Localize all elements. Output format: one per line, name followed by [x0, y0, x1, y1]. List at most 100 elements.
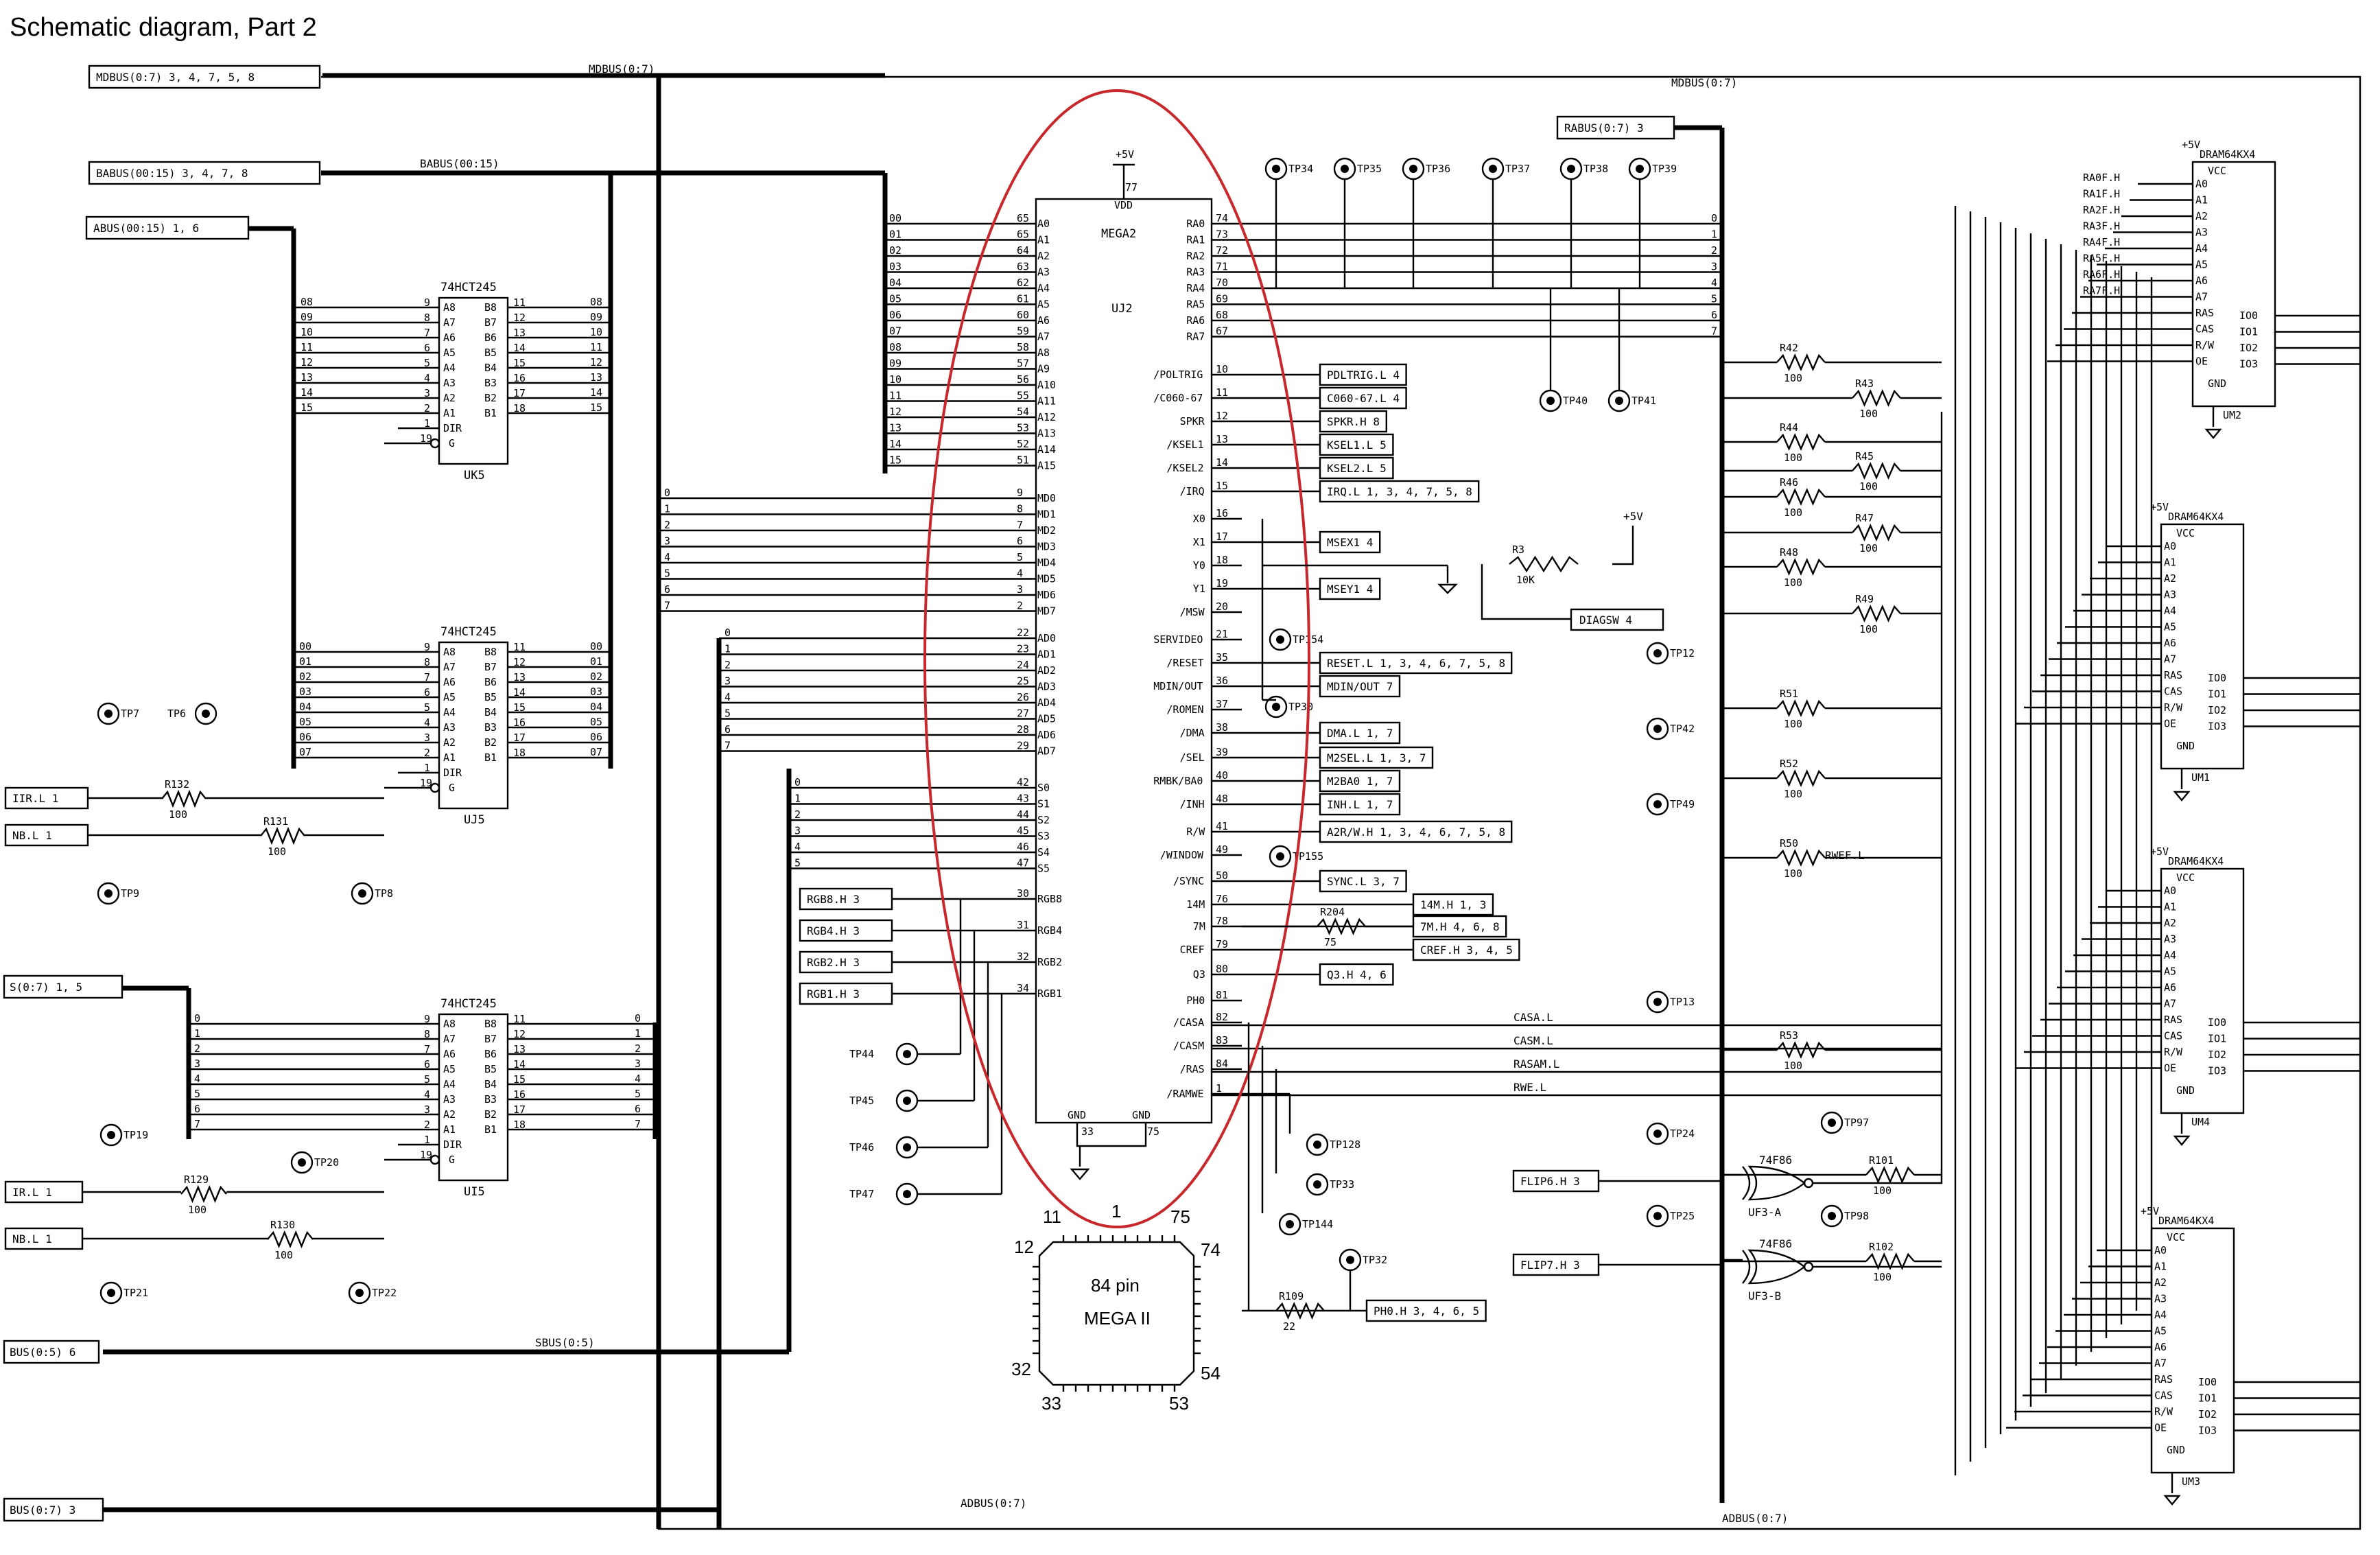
- svg-text:R46: R46: [1780, 476, 1798, 489]
- svg-text:28: 28: [1017, 723, 1029, 736]
- net-label: 10: [301, 326, 313, 338]
- svg-text:46: 46: [1017, 841, 1029, 853]
- svg-text:RA0F.H: RA0F.H: [2083, 172, 2120, 184]
- svg-text:IO0: IO0: [2239, 309, 2258, 322]
- svg-text:82: 82: [1216, 1011, 1228, 1023]
- svg-text:R102: R102: [1869, 1241, 1894, 1253]
- mega-pin-A7: A7: [1037, 331, 1050, 343]
- net-label: 04: [299, 701, 311, 713]
- svg-text:100: 100: [1784, 1060, 1802, 1072]
- svg-text:VCC: VCC: [2176, 872, 2195, 884]
- bus-port-rabus: RABUS(0:7) 3: [1556, 115, 1675, 140]
- svg-text:69: 69: [1216, 293, 1228, 305]
- svg-text:A0: A0: [2164, 885, 2176, 897]
- mega2-ref: UJ2: [1111, 302, 1133, 316]
- svg-text:18: 18: [513, 747, 526, 759]
- tp-144: TP144: [1278, 1213, 1333, 1236]
- mega-pin-ra3: RA3: [1186, 266, 1205, 279]
- svg-text:R48: R48: [1780, 546, 1798, 559]
- buffer-ref: UJ5: [464, 813, 485, 827]
- mega-pin-ra0: RA0: [1186, 218, 1205, 230]
- buffer-type: 74HCT245: [440, 997, 497, 1011]
- svg-text:4: 4: [1017, 568, 1023, 580]
- svg-text:01: 01: [889, 229, 902, 241]
- signal-5: IRQ.L 1, 3, 4, 7, 5, 8: [1242, 480, 1480, 503]
- svg-text:12: 12: [889, 406, 902, 418]
- svg-text:B3: B3: [484, 1093, 497, 1106]
- mega2-gnd-1: GND: [1068, 1109, 1086, 1121]
- svg-text:45: 45: [1017, 825, 1029, 837]
- signal-2: SPKR.H 8: [1242, 410, 1388, 433]
- net-label: 06: [299, 731, 311, 743]
- svg-text:RA7F.H: RA7F.H: [2083, 285, 2120, 297]
- svg-text:20: 20: [1216, 600, 1228, 613]
- svg-text:TP41: TP41: [1631, 395, 1656, 407]
- svg-text:A6: A6: [2154, 1341, 2167, 1353]
- svg-text:B4: B4: [484, 362, 497, 374]
- net-label: 00: [590, 640, 602, 653]
- svg-text:TP6: TP6: [167, 708, 186, 720]
- svg-text:56: 56: [1017, 373, 1029, 386]
- svg-text:A4: A4: [443, 706, 456, 718]
- svg-text:R47: R47: [1855, 512, 1874, 524]
- svg-text:100: 100: [1784, 506, 1802, 519]
- mega-pin-spkr: SPKR: [1180, 415, 1205, 428]
- net-label: 7: [635, 1118, 641, 1130]
- signal-6: MSEX1 4: [1242, 530, 1381, 554]
- svg-text:16: 16: [513, 1088, 526, 1101]
- svg-text:09: 09: [889, 358, 902, 370]
- bus-port-babus: BABUS(00:15) 3, 4, 7, 8: [88, 161, 321, 185]
- svg-text:R3: R3: [1512, 543, 1524, 556]
- tp-32: TP32: [1339, 1248, 1387, 1272]
- net-label: 0: [635, 1012, 641, 1025]
- svg-text:GND: GND: [2167, 1444, 2185, 1456]
- svg-text:6: 6: [1711, 309, 1717, 321]
- svg-text:A1: A1: [2195, 194, 2208, 207]
- mega-pin-MD4: MD4: [1037, 557, 1056, 569]
- svg-text:11: 11: [889, 390, 902, 402]
- mega-pin-AD7: AD7: [1037, 745, 1056, 758]
- signal-3: KSEL1.L 5: [1242, 433, 1394, 456]
- svg-text:CAS: CAS: [2154, 1390, 2173, 1402]
- net-label: 7: [194, 1118, 200, 1130]
- svg-text:A2R/W.H 1, 3, 4, 6, 7, 5, 8: A2R/W.H 1, 3, 4, 6, 7, 5, 8: [1327, 826, 1505, 839]
- svg-text:2: 2: [664, 519, 670, 531]
- svg-text:4: 4: [424, 1088, 430, 1101]
- mega-pin-S4: S4: [1037, 846, 1050, 858]
- mega-pin-ramwe: /RAMWE: [1166, 1088, 1203, 1100]
- svg-text:48: 48: [1216, 793, 1228, 805]
- mega-pin-ra6: RA6: [1186, 314, 1205, 327]
- svg-text:B5: B5: [484, 347, 497, 359]
- svg-text:31: 31: [1017, 919, 1029, 931]
- svg-text:R101: R101: [1869, 1154, 1894, 1167]
- svg-text:8: 8: [424, 1028, 430, 1040]
- svg-text:R204: R204: [1320, 906, 1345, 918]
- svg-text:RGB4.H 3: RGB4.H 3: [807, 924, 860, 937]
- dram-chips: DRAM64KX4+5VVCCGNDUM2A0A1A2A3A4A5A6A7RAS…: [1954, 139, 2360, 1506]
- mega-pin-cref: CREF: [1180, 944, 1205, 956]
- mega2-pins: A06500A16501A26402A36303A46204A56105A660…: [659, 212, 1722, 1100]
- mega-pin-AD3: AD3: [1037, 681, 1056, 693]
- bus-port-bus05: BUS(0:5) 6: [3, 1340, 100, 1364]
- svg-text:PH0.H 3, 4, 6, 5: PH0.H 3, 4, 6, 5: [1374, 1305, 1479, 1318]
- svg-text:A2: A2: [2164, 572, 2176, 585]
- svg-text:15: 15: [1216, 480, 1228, 492]
- mega2-name: MEGA2: [1101, 227, 1136, 241]
- svg-text:MDBUS(0:7) 3, 4, 7, 5, 8: MDBUS(0:7) 3, 4, 7, 5, 8: [96, 71, 255, 84]
- mega-pin-A15: A15: [1037, 460, 1056, 472]
- svg-text:A7: A7: [2164, 653, 2176, 666]
- mega-pin-msw: /MSW: [1180, 606, 1205, 618]
- svg-text:6: 6: [724, 723, 731, 736]
- net-label: 3: [635, 1057, 641, 1070]
- svg-text:35: 35: [1216, 651, 1228, 664]
- svg-text:100: 100: [169, 808, 187, 821]
- mega-pin-ra7: RA7: [1186, 331, 1205, 343]
- svg-text:RA3F.H: RA3F.H: [2083, 220, 2120, 233]
